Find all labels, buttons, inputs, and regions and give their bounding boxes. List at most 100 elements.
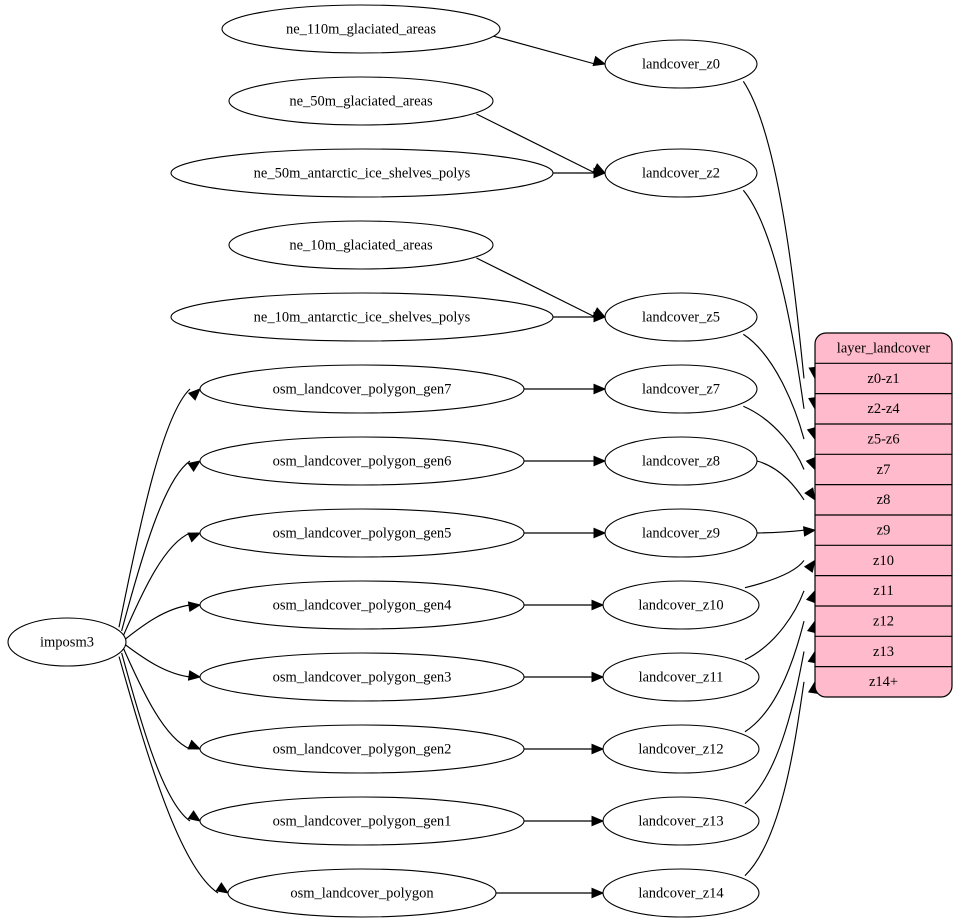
layer-table-row-z2-z4[interactable]: z2-z4 [815, 394, 952, 424]
node-landcover_z8[interactable]: landcover_z8 [604, 436, 758, 486]
node-shape-ne_10m_glaciated_areas [228, 220, 494, 270]
edge-arrowhead [187, 810, 202, 822]
node-shape-osm_landcover_polygon_gen5 [199, 508, 525, 558]
node-osm_landcover_polygon_gen6[interactable]: osm_landcover_polygon_gen6 [199, 436, 525, 486]
node-label-osm_landcover_polygon_gen5: osm_landcover_polygon_gen5 [273, 525, 452, 541]
layer-table-row-z7[interactable]: z7 [815, 454, 952, 484]
node-landcover_z9[interactable]: landcover_z9 [604, 508, 758, 558]
layer-table-row-z14+[interactable]: z14+ [815, 667, 952, 697]
edge-imposm3-to-osm_landcover_polygon_gen3 [124, 643, 191, 678]
layer-table-row-label: z2-z4 [867, 401, 900, 417]
edge-arrowhead [593, 455, 607, 467]
layer-table-row-z12[interactable]: z12 [815, 606, 952, 636]
node-osm_landcover_polygon_gen1[interactable]: osm_landcover_polygon_gen1 [199, 796, 525, 846]
edge-ne_50m_glaciated_areas-to-landcover_z2 [476, 113, 596, 174]
node-label-osm_landcover_polygon_gen6: osm_landcover_polygon_gen6 [273, 453, 452, 469]
node-label-landcover_z14: landcover_z14 [638, 885, 724, 901]
node-label-ne_50m_glaciated_areas: ne_50m_glaciated_areas [289, 93, 433, 109]
node-osm_landcover_polygon_gen5[interactable]: osm_landcover_polygon_gen5 [199, 508, 525, 558]
edge-landcover_z11-to-layer_landcover:z11 [744, 590, 805, 661]
node-osm_landcover_polygon_gen4[interactable]: osm_landcover_polygon_gen4 [199, 580, 525, 630]
layer-table-row-z5-z6[interactable]: z5-z6 [815, 424, 952, 454]
node-ne_10m_glaciated_areas[interactable]: ne_10m_glaciated_areas [228, 220, 494, 270]
edge-ne_110m_glaciated_areas-to-landcover_z0 [492, 35, 596, 65]
node-landcover_z7[interactable]: landcover_z7 [604, 364, 758, 414]
node-label-landcover_z2: landcover_z2 [642, 165, 720, 181]
node-landcover_z12[interactable]: landcover_z12 [602, 724, 760, 774]
node-shape-landcover_z9 [604, 508, 758, 558]
node-landcover_z5[interactable]: landcover_z5 [604, 292, 758, 342]
edge-arrowhead [805, 456, 816, 471]
edge-arrowhead [187, 601, 202, 612]
edge-landcover_z2-to-layer_landcover:z2-z4 [742, 189, 805, 409]
node-shape-osm_landcover_polygon_gen3 [199, 652, 525, 702]
layer-table-row-z10[interactable]: z10 [815, 545, 952, 575]
node-label-osm_landcover_polygon_gen7: osm_landcover_polygon_gen7 [273, 381, 452, 397]
node-imposm3[interactable]: imposm3 [7, 617, 127, 667]
edge-landcover_z9-to-layer_landcover:z9 [756, 529, 805, 534]
node-osm_landcover_polygon_gen3[interactable]: osm_landcover_polygon_gen3 [199, 652, 525, 702]
node-shape-landcover_z11 [602, 652, 760, 702]
node-landcover_z2[interactable]: landcover_z2 [604, 148, 758, 198]
node-label-osm_landcover_polygon_gen2: osm_landcover_polygon_gen2 [273, 741, 452, 757]
node-ne_10m_antarctic_ice_shelves_polys[interactable]: ne_10m_antarctic_ice_shelves_polys [170, 292, 554, 342]
node-landcover_z13[interactable]: landcover_z13 [602, 796, 760, 846]
edge-arrowhead [187, 739, 202, 750]
node-label-landcover_z11: landcover_z11 [639, 669, 724, 685]
node-osm_landcover_polygon_gen2[interactable]: osm_landcover_polygon_gen2 [199, 724, 525, 774]
layer-table-row-z11[interactable]: z11 [815, 576, 952, 606]
node-shape-landcover_z8 [604, 436, 758, 486]
edge-arrowhead [803, 559, 816, 573]
node-landcover_z11[interactable]: landcover_z11 [602, 652, 760, 702]
layer-table-row-label: z8 [877, 492, 891, 508]
node-label-landcover_z7: landcover_z7 [642, 381, 720, 397]
edge-imposm3-to-osm_landcover_polygon [118, 656, 219, 894]
layer-table-header: layer_landcover [837, 340, 931, 356]
node-shape-osm_landcover_polygon_gen6 [199, 436, 525, 486]
nodes-layer: ne_110m_glaciated_areas ne_50m_glaciated_… [7, 4, 760, 918]
edge-imposm3-to-osm_landcover_polygon_gen1 [121, 652, 191, 822]
edge-arrowhead [593, 527, 607, 539]
node-label-osm_landcover_polygon_gen4: osm_landcover_polygon_gen4 [273, 597, 453, 613]
node-label-landcover_z10: landcover_z10 [638, 597, 723, 613]
node-shape-ne_110m_glaciated_areas [221, 4, 501, 54]
node-ne_110m_glaciated_areas[interactable]: ne_110m_glaciated_areas [221, 4, 501, 54]
node-shape-osm_landcover_polygon_gen4 [199, 580, 525, 630]
node-label-landcover_z8: landcover_z8 [642, 453, 720, 469]
edges-layer [118, 35, 820, 899]
node-ne_50m_antarctic_ice_shelves_polys[interactable]: ne_50m_antarctic_ice_shelves_polys [170, 148, 554, 198]
layer-table-row-z8[interactable]: z8 [815, 485, 952, 515]
node-landcover_z10[interactable]: landcover_z10 [602, 580, 760, 630]
node-shape-landcover_z10 [602, 580, 760, 630]
node-osm_landcover_polygon[interactable]: osm_landcover_polygon [227, 868, 497, 918]
edge-arrowhead [187, 532, 202, 543]
node-shape-osm_landcover_polygon_gen1 [199, 796, 525, 846]
edge-landcover_z0-to-layer_landcover:z0-z1 [742, 80, 805, 379]
node-label-imposm3: imposm3 [40, 634, 94, 650]
node-label-landcover_z9: landcover_z9 [642, 525, 720, 541]
edge-landcover_z8-to-layer_landcover:z8 [756, 460, 805, 501]
edge-imposm3-to-osm_landcover_polygon_gen4 [124, 604, 191, 641]
node-shape-landcover_z13 [602, 796, 760, 846]
edge-arrowhead [591, 815, 605, 827]
layer-table-row-z0-z1[interactable]: z0-z1 [815, 363, 952, 393]
edge-landcover_z14-to-layer_landcover:z14+ [744, 681, 805, 877]
edge-imposm3-to-osm_landcover_polygon_gen7 [118, 388, 191, 628]
node-label-landcover_z0: landcover_z0 [642, 56, 720, 72]
layer-table-row-z9[interactable]: z9 [815, 515, 952, 545]
edge-arrowhead [593, 167, 607, 179]
edge-arrowhead [591, 743, 605, 755]
layer-table-row-label: z12 [873, 613, 894, 629]
layer-table-row-label: z14+ [869, 674, 898, 690]
node-shape-osm_landcover_polygon [227, 868, 497, 918]
node-shape-landcover_z12 [602, 724, 760, 774]
layer-table-row-z13[interactable]: z13 [815, 636, 952, 666]
node-ne_50m_glaciated_areas[interactable]: ne_50m_glaciated_areas [228, 76, 494, 126]
node-landcover_z0[interactable]: landcover_z0 [604, 39, 758, 89]
node-landcover_z14[interactable]: landcover_z14 [602, 868, 760, 918]
layer-table-row-label: z11 [873, 583, 893, 599]
node-osm_landcover_polygon_gen7[interactable]: osm_landcover_polygon_gen7 [199, 364, 525, 414]
edge-arrowhead [591, 887, 605, 899]
